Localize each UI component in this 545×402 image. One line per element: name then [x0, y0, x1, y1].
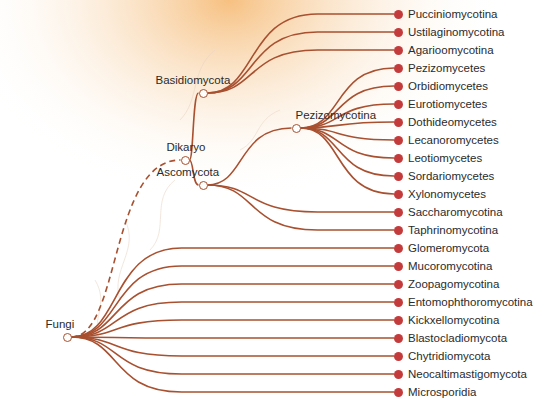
- branch-line: [72, 320, 395, 337]
- taxon-leaf: Pezizomycetes: [394, 61, 485, 75]
- leaf-dot: [394, 208, 403, 217]
- taxon-leaf: Entomophthoromycotina: [394, 295, 533, 309]
- taxon-label: Microsporidia: [408, 385, 476, 399]
- taxon-leaf: Saccharomycotina: [394, 205, 503, 219]
- branch-line: [208, 185, 395, 230]
- taxon-leaf: Ustilaginomycotina: [394, 25, 505, 39]
- taxon-label: Kickxellomycotina: [408, 313, 499, 327]
- taxon-label: Taphrinomycotina: [408, 223, 498, 237]
- taxon-leaf: Taphrinomycotina: [394, 223, 498, 237]
- taxon-label: Orbidiomycetes: [408, 79, 488, 93]
- leaf-dot: [394, 100, 403, 109]
- taxon-leaf: Eurotiomycetes: [394, 97, 487, 111]
- taxon-label: Saccharomycotina: [408, 205, 503, 219]
- taxon-label: Blastocladiomycota: [408, 331, 507, 345]
- taxon-label: Dothideomycetes: [408, 115, 497, 129]
- branch-line: [301, 86, 395, 128]
- leaf-dot: [394, 388, 403, 397]
- taxon-leaf: Orbidiomycetes: [394, 79, 488, 93]
- taxon-label: Chytridiomycota: [408, 349, 490, 363]
- leaf-dot: [394, 334, 403, 343]
- taxon-leaf: Glomeromycota: [394, 241, 489, 255]
- taxon-leaf: Chytridiomycota: [394, 349, 490, 363]
- taxon-leaf: Xylonomycetes: [394, 187, 486, 201]
- taxon-leaf: Blastocladiomycota: [394, 331, 507, 345]
- leaf-dot: [394, 226, 403, 235]
- branch-line: [208, 128, 292, 185]
- taxon-leaf: Pucciniomycotina: [394, 7, 497, 21]
- taxon-leaf: Microsporidia: [394, 385, 476, 399]
- leaf-dot: [394, 28, 403, 37]
- taxon-label: Sordariomycetes: [408, 169, 494, 183]
- branch-line: [72, 284, 395, 337]
- leaf-dot: [394, 298, 403, 307]
- branch-line: [208, 50, 395, 93]
- taxon-leaf: Zoopagomycotina: [394, 277, 499, 291]
- taxon-label: Zoopagomycotina: [408, 277, 499, 291]
- taxon-leaf: Leotiomycetes: [394, 151, 482, 165]
- leaf-dot: [394, 190, 403, 199]
- branch-line: [208, 185, 395, 212]
- taxon-label: Agarioomycotina: [408, 43, 494, 57]
- taxon-leaf: Sordariomycetes: [394, 169, 494, 183]
- taxon-label: Entomophthoromycotina: [408, 295, 533, 309]
- taxon-label: Pezizomycetes: [408, 61, 485, 75]
- leaf-dot: [394, 352, 403, 361]
- leaf-dot: [394, 154, 403, 163]
- clade-node: Dikaryo: [181, 156, 190, 165]
- taxon-leaf: Neocaltimastigomycota: [394, 367, 527, 381]
- branch-line: [301, 128, 395, 194]
- branch-line: [72, 302, 395, 337]
- clade-node: Ascomycota: [199, 181, 208, 190]
- clade-node: Pezizomycotina: [292, 124, 301, 133]
- taxon-leaf: Mucoromycotina: [394, 259, 492, 273]
- branch-line: [72, 337, 395, 374]
- taxon-label: Glomeromycota: [408, 241, 489, 255]
- branch-line: [72, 266, 395, 337]
- taxon-label: Lecanoromycetes: [408, 133, 499, 147]
- taxon-label: Pucciniomycotina: [408, 7, 497, 21]
- branch-line: [208, 32, 395, 93]
- branch-line: [72, 248, 395, 337]
- clade-label: Pezizomycotina: [296, 109, 377, 122]
- leaf-dot: [394, 172, 403, 181]
- taxon-leaf: Dothideomycetes: [394, 115, 497, 129]
- leaf-dot: [394, 46, 403, 55]
- clade-label: Dikaryo: [167, 141, 206, 154]
- leaf-dot: [394, 244, 403, 253]
- leaf-dot: [394, 64, 403, 73]
- taxon-leaf: Kickxellomycotina: [394, 313, 499, 327]
- leaf-dot: [394, 262, 403, 271]
- clade-label: Ascomycota: [157, 166, 220, 179]
- taxon-leaf: Lecanoromycetes: [394, 133, 499, 147]
- taxon-label: Neocaltimastigomycota: [408, 367, 527, 381]
- leaf-dot: [394, 316, 403, 325]
- branch-line: [72, 337, 395, 356]
- leaf-dot: [394, 280, 403, 289]
- branch-line: [208, 14, 395, 93]
- taxon-label: Ustilaginomycotina: [408, 25, 505, 39]
- branch-line: [301, 128, 395, 158]
- clade-node: Fungi: [63, 333, 72, 342]
- branch-line: [72, 337, 395, 338]
- taxon-label: Mucoromycotina: [408, 259, 492, 273]
- branch-line: [72, 160, 181, 337]
- clade-node: Basidiomycota: [199, 89, 208, 98]
- taxon-label: Xylonomycetes: [408, 187, 486, 201]
- leaf-dot: [394, 82, 403, 91]
- leaf-dot: [394, 10, 403, 19]
- branch-line: [72, 337, 395, 392]
- leaf-dot: [394, 136, 403, 145]
- leaf-dot: [394, 370, 403, 379]
- branch-line: [301, 128, 395, 176]
- taxon-leaf: Agarioomycotina: [394, 43, 494, 57]
- leaf-dot: [394, 118, 403, 127]
- taxon-label: Eurotiomycetes: [408, 97, 487, 111]
- clade-label: Fungi: [46, 318, 75, 331]
- taxon-label: Leotiomycetes: [408, 151, 482, 165]
- branch-line: [301, 122, 395, 128]
- clade-label: Basidiomycota: [156, 74, 231, 87]
